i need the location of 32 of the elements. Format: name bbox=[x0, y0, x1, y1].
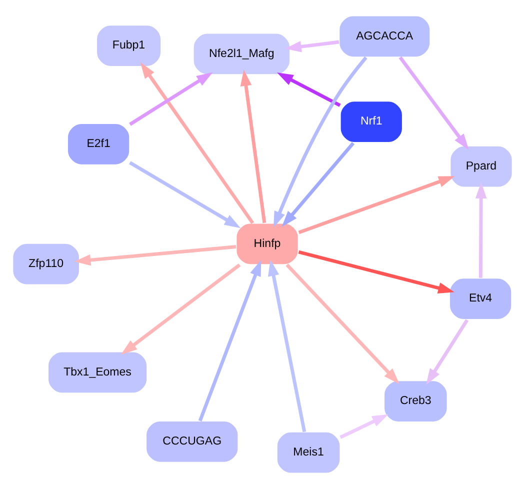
arrow bbox=[276, 72, 341, 107]
node-box: Nrf1 bbox=[340, 100, 404, 144]
node-box: E2f1 bbox=[66, 122, 130, 166]
arrow bbox=[140, 62, 254, 224]
node-box: Zfp110 bbox=[12, 242, 80, 286]
arrow bbox=[298, 176, 455, 234]
arrow bbox=[268, 260, 306, 432]
node-box: Fubp1 bbox=[96, 24, 162, 68]
arrow bbox=[475, 182, 487, 278]
node-box: Creb3 bbox=[383, 380, 448, 423]
arrow bbox=[398, 56, 469, 150]
arrow bbox=[340, 414, 388, 439]
arrow bbox=[298, 250, 454, 294]
node-box: Nfe2l1_Mafg bbox=[192, 32, 291, 76]
node-box: Etv4 bbox=[448, 278, 512, 320]
arrow bbox=[274, 56, 368, 228]
arrow bbox=[129, 161, 241, 228]
arrow bbox=[198, 260, 262, 422]
arrow bbox=[286, 264, 400, 384]
node-box: Meis1 bbox=[276, 431, 341, 474]
node-box: Ppard bbox=[450, 145, 513, 188]
arrow bbox=[426, 319, 469, 385]
node-box: Hinfp bbox=[236, 222, 299, 266]
arrow bbox=[240, 70, 266, 224]
arrow bbox=[285, 40, 340, 52]
node-box: Tbx1_Eomes bbox=[47, 351, 148, 394]
arrow bbox=[129, 72, 213, 126]
arrow bbox=[121, 263, 241, 355]
arrow bbox=[282, 142, 355, 227]
node-box: CCCUGAG bbox=[145, 420, 239, 463]
arrow bbox=[74, 245, 236, 266]
node-box: AGCACCA bbox=[338, 15, 431, 58]
